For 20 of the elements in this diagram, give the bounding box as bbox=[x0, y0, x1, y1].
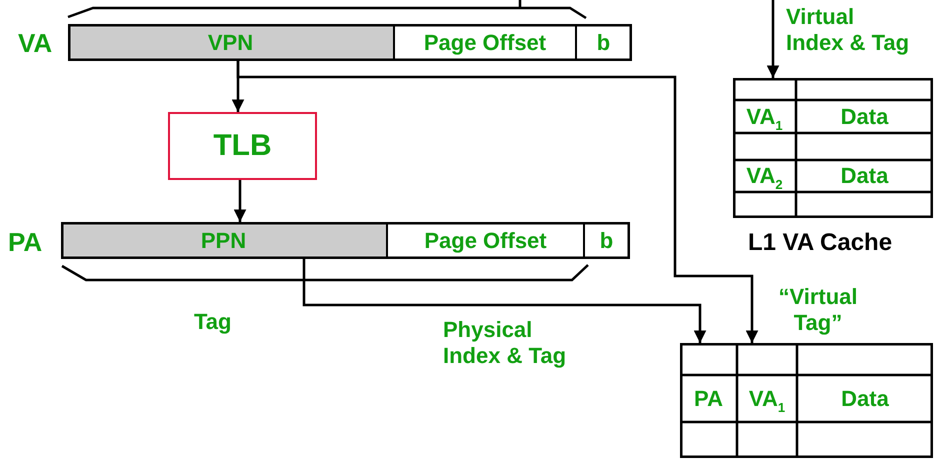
arrow bbox=[766, 0, 780, 78]
register-bar bbox=[68, 24, 632, 61]
arrow bbox=[302, 259, 706, 343]
table-cell: Data bbox=[797, 375, 933, 422]
arrow bbox=[236, 61, 758, 343]
field-label: Tag bbox=[194, 311, 232, 333]
node-caption: VA bbox=[18, 30, 52, 56]
table-cell: VA$_{2}$ bbox=[733, 160, 796, 192]
cache-table bbox=[680, 343, 933, 458]
table-cell: Data bbox=[796, 100, 933, 133]
table-cell: VA$_{1}$ bbox=[733, 100, 796, 133]
table-cell: VA$_{1}$ bbox=[737, 375, 797, 422]
node-caption: PA bbox=[8, 229, 42, 255]
register-bar bbox=[61, 222, 630, 259]
node-caption: L1 VA Cache bbox=[748, 231, 892, 255]
arrow bbox=[234, 180, 246, 222]
table-cell: PA bbox=[680, 375, 737, 422]
tlb-box: TLB bbox=[168, 112, 317, 180]
table-cell: Data bbox=[796, 160, 933, 192]
cache-table bbox=[733, 78, 933, 218]
